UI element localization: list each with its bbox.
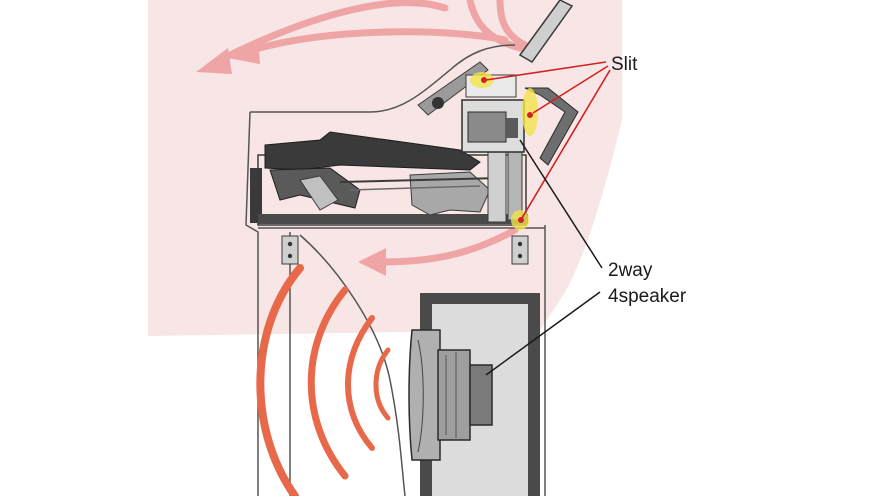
woofer-magnet bbox=[469, 364, 493, 426]
damper-rail bbox=[349, 185, 481, 191]
slit-dots bbox=[481, 77, 533, 223]
cabinet-top-outline bbox=[250, 44, 516, 113]
fallboard bbox=[524, 87, 579, 166]
action-rail bbox=[339, 177, 501, 183]
vertical-post bbox=[487, 149, 507, 223]
airflow-arrows bbox=[196, 0, 529, 276]
hammer-assembly bbox=[409, 171, 491, 216]
vertical-post-2 bbox=[507, 144, 523, 221]
woofer-cone-lines bbox=[417, 339, 424, 453]
speaker-pointer-lines bbox=[485, 139, 603, 376]
woofer-frame bbox=[408, 329, 441, 461]
speaker-label-line1: 2way bbox=[608, 260, 653, 281]
slit-label: Slit bbox=[611, 54, 638, 75]
sound-wave-4 bbox=[256, 264, 304, 500]
key-top-dark bbox=[264, 131, 481, 171]
airflow-arrow-vertical-2 bbox=[496, 0, 529, 49]
music-desk bbox=[518, 0, 574, 63]
upper-speaker-magnet bbox=[506, 118, 518, 138]
keybed-left-block bbox=[250, 168, 262, 223]
bracket-right bbox=[511, 235, 529, 265]
knob bbox=[432, 97, 444, 109]
sound-wave-1 bbox=[373, 347, 391, 421]
speaker-label-line2: 4speaker bbox=[608, 286, 687, 307]
bracket-left bbox=[281, 235, 299, 265]
woofer-basket bbox=[437, 349, 471, 441]
sound-waves bbox=[256, 264, 391, 500]
airflow-arrow-lower bbox=[376, 226, 519, 266]
airflow-arrow-upper bbox=[248, 28, 509, 54]
airflow-arrowhead-upper bbox=[228, 38, 260, 64]
upper-speaker-unit bbox=[461, 74, 525, 153]
action-parts bbox=[299, 175, 339, 211]
cabinet-curve-divider bbox=[299, 234, 406, 497]
mounting-brackets bbox=[281, 235, 529, 265]
airflow-arrowhead-top-left bbox=[196, 48, 232, 74]
upper-speaker-cone bbox=[467, 111, 507, 143]
sound-wave-3 bbox=[307, 286, 349, 480]
slit-callout-lines bbox=[485, 61, 611, 219]
keybed-base bbox=[258, 214, 528, 224]
lower-speaker-enclosure bbox=[408, 293, 540, 496]
airflow-arrowhead-lower bbox=[358, 248, 386, 276]
key-action bbox=[250, 131, 528, 226]
sound-wave-2 bbox=[345, 315, 375, 451]
